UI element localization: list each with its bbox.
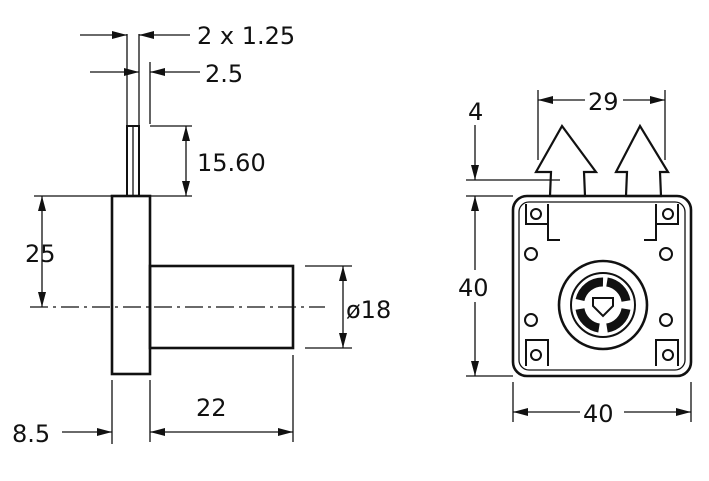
lock-body [110, 194, 152, 376]
dim-diameter-label: ø18 [346, 296, 391, 324]
dim-tongue-height: 15.60 [150, 125, 266, 197]
lock-housing-inner [518, 201, 686, 371]
dim-body-thickness: 8.5 [12, 380, 113, 448]
side-view: 2 x 1.25 2.5 15.60 25 [12, 22, 391, 448]
dim-tongue-width: 2.5 [90, 60, 243, 124]
dim-hook-span: 29 [537, 88, 666, 160]
dim-upper-height: 25 [25, 195, 112, 307]
dim-top-offset: 4 [466, 98, 560, 197]
dim-width: 40 [512, 382, 692, 428]
dim-tongue-width-label: 2.5 [205, 60, 243, 88]
tongue-plates [126, 34, 140, 197]
key-slot [592, 297, 614, 318]
dim-diameter: ø18 [305, 265, 391, 349]
front-view: 29 4 40 40 [458, 88, 693, 428]
dim-upper-height-label: 25 [25, 240, 56, 268]
dim-cylinder-length-label: 22 [196, 394, 227, 422]
dim-height-label: 40 [458, 274, 489, 302]
dim-cylinder-length: 22 [149, 355, 294, 442]
dim-height: 40 [458, 196, 513, 377]
mounting-holes [524, 208, 674, 361]
dim-tongue-height-label: 15.60 [197, 149, 266, 177]
dim-plate-thickness-label: 2 x 1.25 [197, 22, 295, 50]
dim-hook-span-label: 29 [588, 88, 619, 116]
lock-housing [511, 194, 693, 378]
housing-corner-notches [525, 204, 679, 366]
dim-top-offset-label: 4 [468, 98, 483, 126]
dim-body-thickness-label: 8.5 [12, 420, 50, 448]
cylinder-face [557, 259, 649, 351]
latch-hooks [534, 123, 670, 198]
dim-width-label: 40 [583, 400, 614, 428]
dim-plate-thickness: 2 x 1.25 [80, 22, 295, 50]
